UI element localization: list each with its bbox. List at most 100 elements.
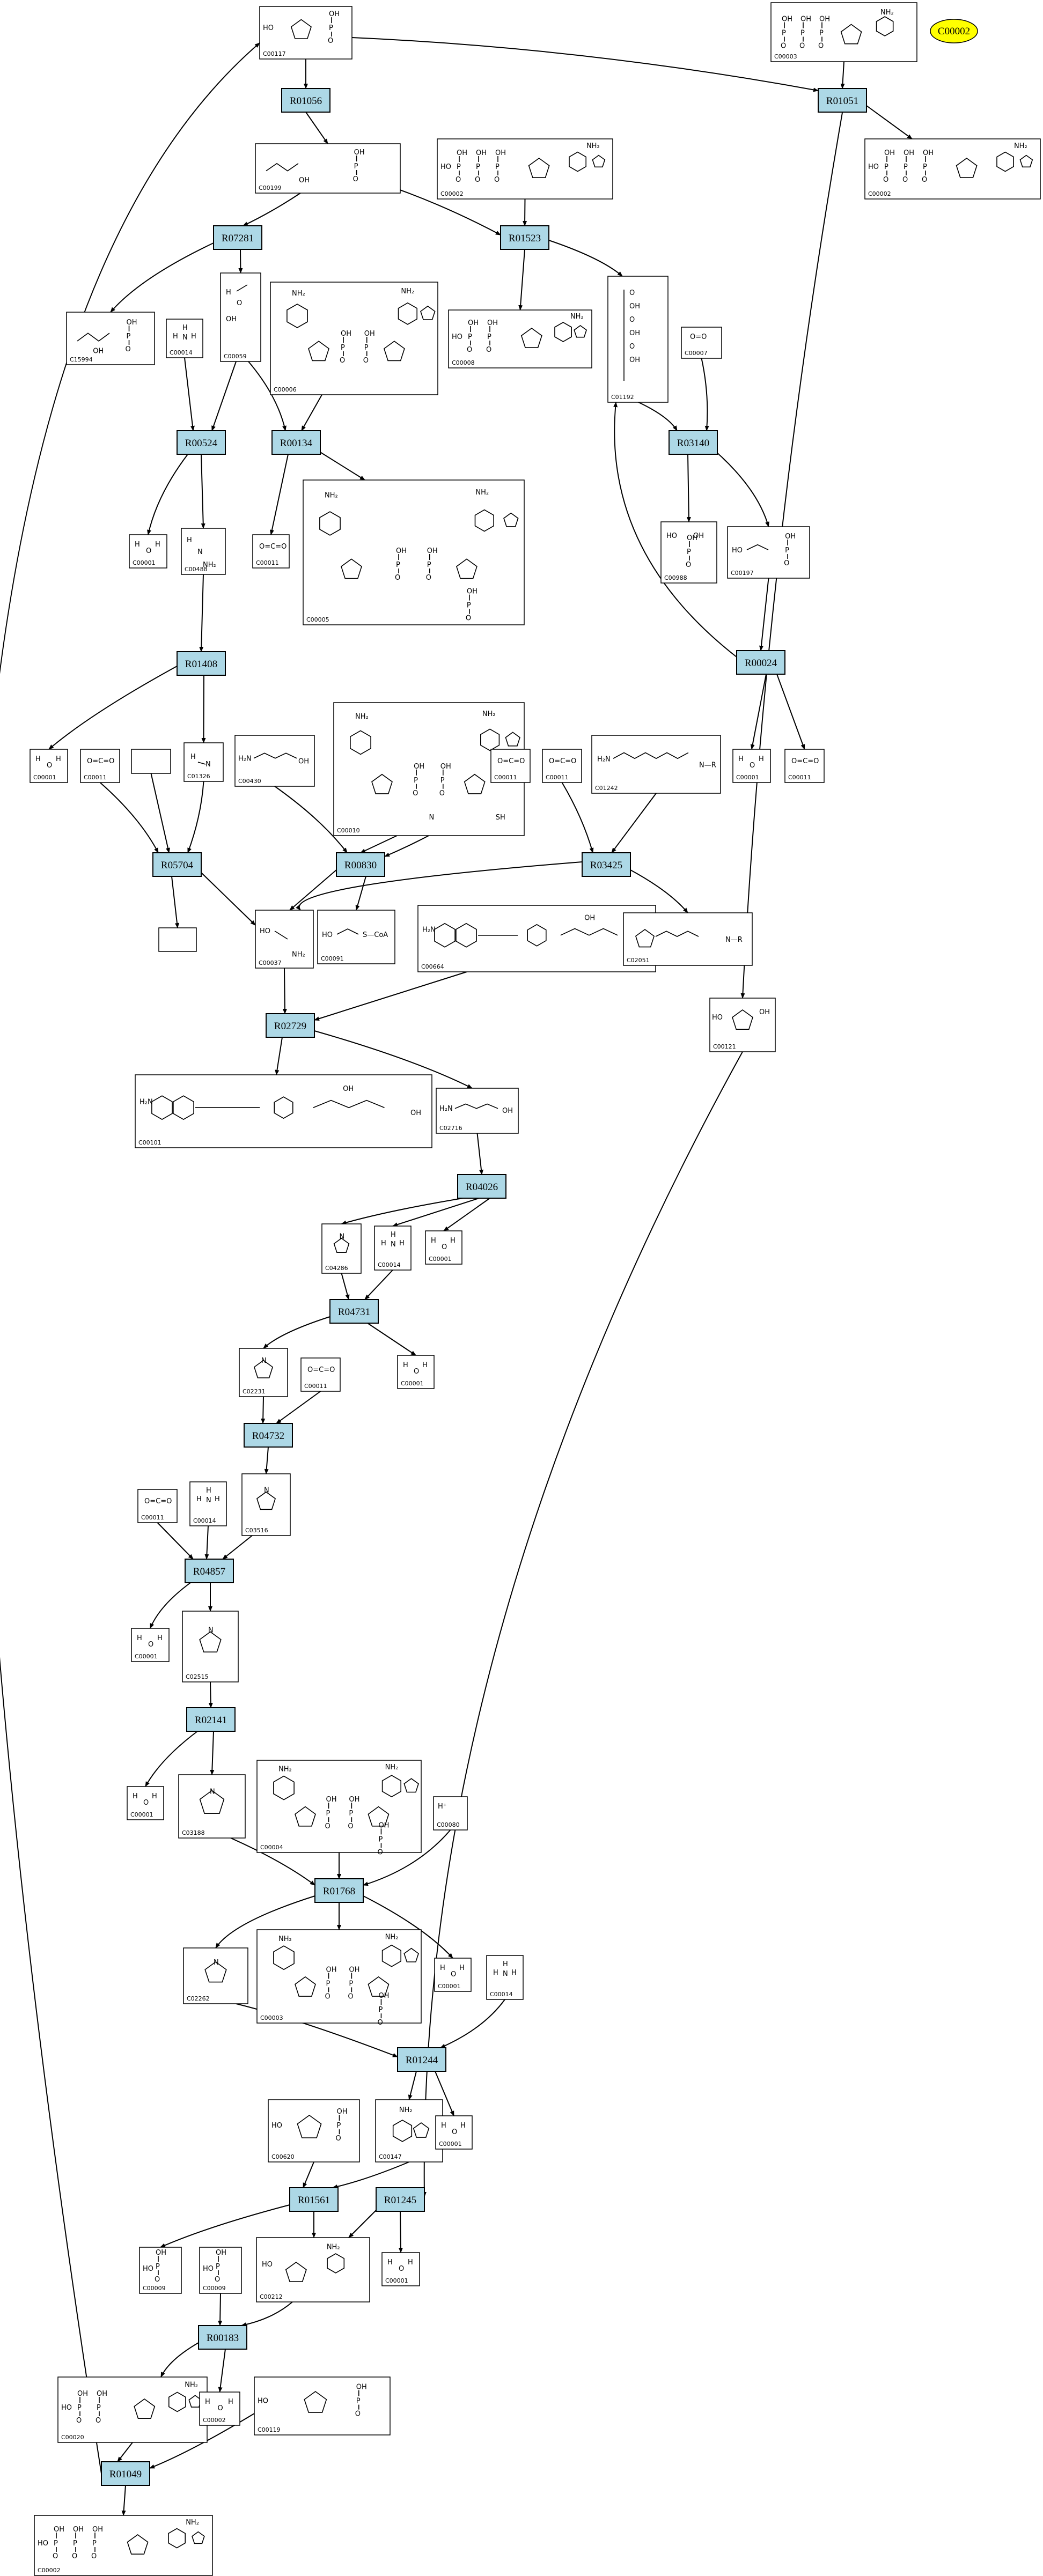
reaction-r04731[interactable]: R04731 <box>329 1299 379 1324</box>
compound-blank[interactable] <box>131 749 171 774</box>
reaction-r03425[interactable]: R03425 <box>582 852 631 877</box>
compound-box <box>239 1348 288 1397</box>
reaction-r01245[interactable]: R01245 <box>376 2187 425 2212</box>
reaction-r05704[interactable]: R05704 <box>152 852 202 877</box>
compound-label: C00020 <box>61 2434 84 2441</box>
reaction-r00134[interactable]: R00134 <box>271 430 321 455</box>
reaction-r02729[interactable]: R02729 <box>266 1013 315 1038</box>
svg-text:O: O <box>750 762 755 770</box>
reaction-r01051[interactable]: R01051 <box>818 88 867 113</box>
reaction-r01523[interactable]: R01523 <box>500 225 549 250</box>
svg-text:OH: OH <box>54 2526 64 2534</box>
reaction-r03140[interactable]: R03140 <box>669 430 718 455</box>
reaction-r01049[interactable]: R01049 <box>101 2461 150 2486</box>
reaction-r00524[interactable]: R00524 <box>177 430 226 455</box>
legend-node[interactable]: C00002 <box>930 19 978 43</box>
reaction-r01244[interactable]: R01244 <box>397 2047 446 2072</box>
reaction-r00024[interactable]: R00024 <box>736 650 785 675</box>
reaction-r04857[interactable]: R04857 <box>185 1559 234 1583</box>
compound-box <box>30 749 68 783</box>
compound-c00664[interactable]: H₂NOHOHC00664 <box>417 905 656 972</box>
compound-blank[interactable] <box>158 927 197 952</box>
reaction-r01768[interactable]: R01768 <box>314 1878 364 1903</box>
reaction-r01056[interactable]: R01056 <box>281 88 330 113</box>
reaction-r01408[interactable]: R01408 <box>177 651 226 676</box>
reaction-r01561[interactable]: R01561 <box>289 2187 339 2212</box>
compound-box <box>183 742 224 782</box>
reaction-r00830[interactable]: R00830 <box>336 852 385 877</box>
edge-arrow <box>408 2071 417 2100</box>
svg-text:H: H <box>35 755 41 763</box>
reaction-r00183[interactable]: R00183 <box>198 2325 247 2350</box>
reaction-r04026[interactable]: R04026 <box>457 1174 506 1199</box>
reaction-r07281[interactable]: R07281 <box>213 225 262 250</box>
reaction-r04732[interactable]: R04732 <box>244 1423 293 1448</box>
reaction-r02141[interactable]: R02141 <box>186 1707 236 1732</box>
compound-c00080[interactable]: H⁺C00080 <box>433 1796 468 1830</box>
